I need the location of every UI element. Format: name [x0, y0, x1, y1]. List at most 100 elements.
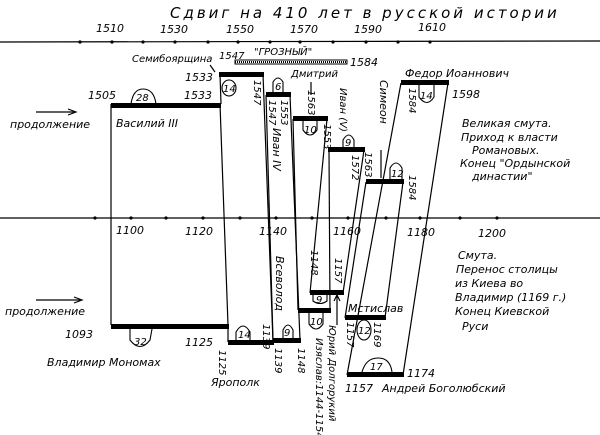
svg-text:Конец "Ордынской: Конец "Ордынской — [460, 157, 570, 170]
svg-text:9: 9 — [316, 295, 322, 306]
svg-text:1584: 1584 — [406, 175, 417, 200]
svg-text:Иван IV: Иван IV — [270, 128, 283, 172]
continuation-top: продолжение — [10, 108, 90, 131]
svg-text:9: 9 — [284, 328, 290, 339]
svg-text:1148: 1148 — [295, 348, 306, 373]
ruler-mstislav: 12 Мстислав 1157 1169 — [344, 302, 403, 348]
svg-text:Приход к власти: Приход к власти — [461, 131, 558, 144]
svg-text:10: 10 — [310, 317, 323, 328]
ruler-vladimir-monomakh: 32 1093 1125 Владимир Мономах — [47, 324, 229, 369]
ruler-simeon: 12 Симеон 1584 — [366, 80, 417, 200]
top-tick-label: 1550 — [226, 23, 254, 36]
svg-text:Великая смута.: Великая смута. — [462, 117, 552, 130]
grozny-label: "ГРОЗНЫЙ" — [254, 45, 312, 58]
ruler-yuri-dolgoruky: 9 1148 1157 Юрий Долгорукий — [308, 250, 344, 422]
svg-text:Ярополк: Ярополк — [210, 376, 260, 389]
grozny-start: 1547 — [219, 51, 245, 62]
svg-text:Симеон: Симеон — [377, 80, 390, 124]
ruler-yaropolk: 14 1125 1139 Ярополк — [210, 324, 274, 389]
ruler-dmitry: 10 Дмитрий 1563 1553 — [290, 69, 339, 149]
top-tick-label: 1590 — [354, 23, 382, 36]
svg-text:Романовых.: Романовых. — [472, 144, 540, 157]
svg-text:Владимир (1169 г.): Владимир (1169 г.) — [455, 291, 566, 304]
bottom-note: Смута. Перенос столицы из Киева во Влади… — [455, 249, 566, 333]
svg-text:1553: 1553 — [278, 100, 289, 125]
continuation-bottom: продолжение — [5, 296, 85, 318]
andrey-name: Андрей Боголюбский — [381, 382, 506, 395]
bottom-tick-label: 1180 — [407, 226, 435, 239]
ruler-izyaslav: 10 Изяслав:1144-1154 — [298, 308, 331, 435]
svg-text:Перенос столицы: Перенос столицы — [456, 263, 558, 276]
svg-text:1157: 1157 — [344, 322, 355, 348]
ruler-vsevolod: 9 Всеволод 1139 1148 — [272, 256, 306, 373]
svg-text:32: 32 — [134, 337, 147, 348]
bottom-tick-label: 1140 — [259, 225, 287, 238]
top-tick-label: 1610 — [418, 21, 446, 34]
svg-text:Семибоярщина: Семибоярщина — [132, 53, 212, 65]
svg-text:Руси: Руси — [462, 320, 488, 333]
bottom-tick-label: 1160 — [333, 225, 361, 238]
svg-text:Иван (V): Иван (V) — [337, 88, 348, 132]
grozny-end: 1584 — [350, 56, 378, 69]
top-tick-label: 1570 — [290, 23, 318, 36]
svg-text:1125: 1125 — [216, 350, 227, 375]
svg-text:Конец Киевской: Конец Киевской — [455, 305, 549, 318]
svg-text:1563: 1563 — [305, 90, 316, 115]
svg-text:Василий III: Василий III — [116, 117, 178, 130]
svg-text:6: 6 — [275, 82, 281, 93]
svg-text:12: 12 — [391, 169, 404, 180]
svg-text:1547: 1547 — [251, 80, 262, 106]
svg-text:Всеволод: Всеволод — [273, 256, 286, 311]
bottom-axis-dots — [93, 216, 499, 220]
svg-text:1157: 1157 — [345, 382, 373, 395]
ruler-andrey-bogolyubsky: 17 1157 1174 Андрей Боголюбский — [345, 357, 506, 395]
svg-text:1547: 1547 — [266, 100, 277, 126]
svg-text:продолжение: продолжение — [10, 118, 90, 131]
svg-text:1169: 1169 — [371, 322, 382, 347]
svg-text:12: 12 — [358, 326, 371, 337]
svg-text:Дмитрий: Дмитрий — [290, 69, 339, 80]
svg-text:1584: 1584 — [406, 88, 417, 113]
top-note: Великая смута. Приход к власти Романовых… — [460, 117, 570, 183]
svg-text:1174: 1174 — [407, 367, 435, 380]
svg-text:10: 10 — [304, 125, 317, 136]
svg-text:1572: 1572 — [349, 155, 360, 180]
svg-text:17: 17 — [370, 362, 383, 373]
ruler-semiboyarshchina: 14 1533 Семибоярщина 1547 — [132, 53, 264, 106]
svg-text:1533: 1533 — [185, 71, 213, 84]
svg-text:1598: 1598 — [452, 88, 480, 101]
svg-text:28: 28 — [136, 93, 149, 104]
svg-text:Смута.: Смута. — [458, 249, 497, 262]
bottom-tick-label: 1100 — [116, 224, 144, 237]
svg-text:14: 14 — [223, 84, 236, 95]
svg-text:династии": династии" — [471, 170, 533, 183]
bottom-tick-label: 1120 — [185, 225, 213, 238]
svg-text:продолжение: продолжение — [5, 305, 85, 318]
svg-text:из Киева во: из Киева во — [455, 277, 523, 290]
svg-text:Юрий Долгорукий: Юрий Долгорукий — [326, 325, 337, 422]
svg-text:1093: 1093 — [65, 328, 93, 341]
bottom-tick-label: 1200 — [478, 227, 506, 240]
svg-text:Изяслав:1144-1154: Изяслав:1144-1154 — [313, 338, 324, 435]
svg-text:1157: 1157 — [332, 258, 343, 284]
top-axis-dots — [78, 40, 432, 44]
svg-text:14: 14 — [238, 330, 251, 341]
svg-text:1139: 1139 — [260, 324, 271, 349]
svg-text:Федор Иоаннович: Федор Иоаннович — [405, 67, 509, 80]
svg-text:1533: 1533 — [184, 89, 212, 102]
svg-text:1505: 1505 — [88, 89, 116, 102]
ruler-fedor: 14 Федор Иоаннович 1598 1584 — [401, 67, 509, 113]
svg-text:Мстислав: Мстислав — [348, 302, 403, 315]
ruler-vasily-iii: 28 1505 1533 Василий III — [88, 88, 221, 130]
svg-text:14: 14 — [420, 91, 433, 102]
svg-text:1148: 1148 — [308, 250, 319, 275]
svg-text:Владимир Мономах: Владимир Мономах — [47, 356, 161, 369]
ruler-ivan-v: 9 Иван (V) 1572 1563 — [328, 88, 373, 180]
top-tick-label: 1510 — [96, 22, 124, 35]
top-tick-label: 1530 — [160, 23, 188, 36]
ruler-ivan-iv: 6 1547 1553 Иван IV — [266, 77, 291, 172]
svg-text:9: 9 — [345, 138, 351, 149]
diagram-title: Сдвиг на 410 лет в русской истории — [170, 4, 560, 22]
